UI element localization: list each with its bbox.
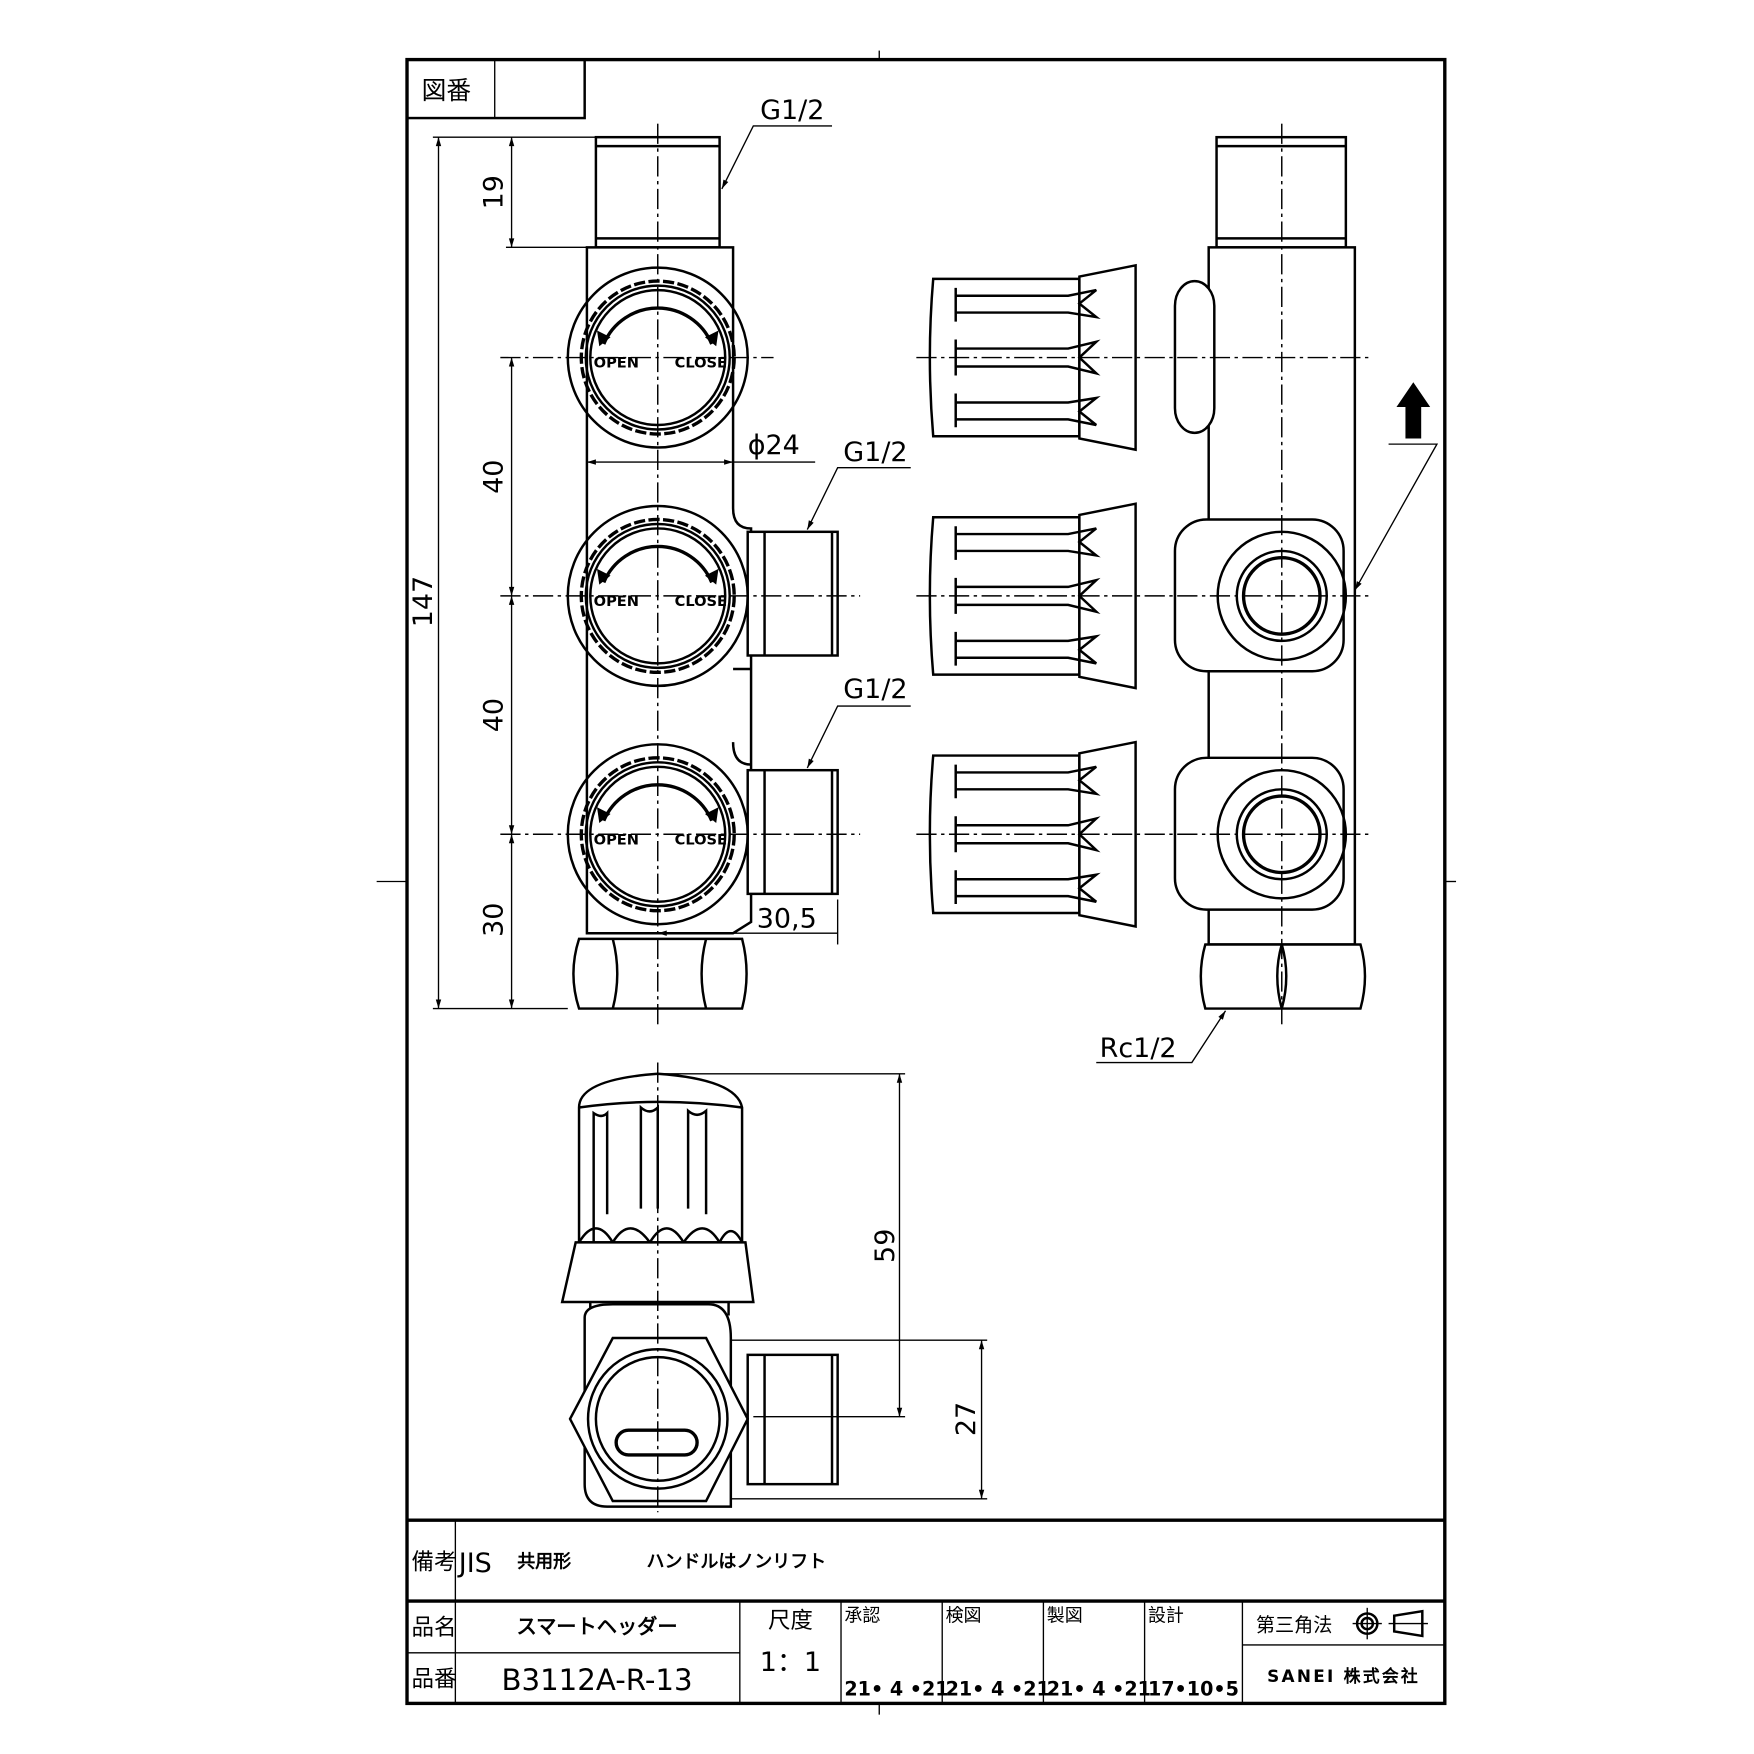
flow-direction-arrow-icon xyxy=(1396,382,1431,439)
designed-date: 17•10•5 xyxy=(1148,1678,1239,1701)
thread-label-outlet-2: G1/2 xyxy=(843,674,907,705)
drawing-number-label: 図番 xyxy=(422,76,471,105)
checked-date: 21• 4 •21 xyxy=(946,1678,1050,1701)
projection-label: 第三角法 xyxy=(1256,1613,1332,1636)
dim-30: 30 xyxy=(479,903,510,937)
product-name-label: 品名 xyxy=(412,1615,457,1641)
drawn-label: 製図 xyxy=(1047,1605,1083,1626)
dim-40-b: 40 xyxy=(479,698,510,732)
scale-value: 1：1 xyxy=(760,1647,821,1678)
thread-label-bottom: Rc1/2 xyxy=(1100,1033,1177,1064)
approved-label: 承認 xyxy=(844,1605,880,1626)
part-number: B3112A-R-13 xyxy=(501,1663,692,1697)
scale-label: 尺度 xyxy=(768,1608,813,1634)
thread-label-top: G1/2 xyxy=(760,95,824,126)
valve-handle-3: OPEN CLOSE xyxy=(566,742,750,926)
dim-dia-24: ϕ24 xyxy=(748,430,800,461)
close-label: CLOSE xyxy=(675,593,727,610)
front-view: OPEN CLOSE OPEN CLOSE OPEN CLOSE xyxy=(500,123,861,1029)
top-view: 59 27 xyxy=(560,1062,988,1513)
dim-27: 27 xyxy=(951,1402,982,1436)
dim-19: 19 xyxy=(479,175,510,209)
title-block: 備考 JIS 共用形 ハンドルはノンリフト 品名 スマートヘッダー 品番 B31… xyxy=(407,1518,1445,1704)
part-number-label: 品番 xyxy=(412,1667,457,1693)
thread-label-outlet-1: G1/2 xyxy=(843,437,907,468)
valve-handle-2: OPEN CLOSE xyxy=(566,504,750,688)
dim-30-5: 30,5 xyxy=(757,904,817,935)
drawing-number-box: 図番 xyxy=(405,58,586,120)
open-label: OPEN xyxy=(594,593,639,610)
side-view: Rc1/2 xyxy=(916,123,1439,1064)
approved-date: 21• 4 •21 xyxy=(844,1678,948,1701)
remarks-type: 共用形 xyxy=(517,1551,571,1572)
close-label: CLOSE xyxy=(675,831,727,848)
designed-label: 設計 xyxy=(1148,1605,1184,1626)
close-label: CLOSE xyxy=(675,355,727,372)
product-name: スマートヘッダー xyxy=(516,1615,677,1639)
valve-handle-1: OPEN CLOSE xyxy=(566,265,750,450)
company-name: SANEI 株式会社 xyxy=(1267,1666,1420,1686)
open-label: OPEN xyxy=(594,355,639,372)
dim-59: 59 xyxy=(870,1229,901,1263)
dim-40-a: 40 xyxy=(479,460,510,494)
checked-label: 検図 xyxy=(946,1605,982,1626)
third-angle-projection-icon xyxy=(1352,1607,1428,1640)
front-dimensions: 147 19 40 40 30 ϕ24 30,5 G1/2 G1/2 G1/2 xyxy=(408,95,911,1010)
remarks-label: 備考 xyxy=(412,1550,457,1576)
drawn-date: 21• 4 •21 xyxy=(1047,1678,1151,1701)
open-label: OPEN xyxy=(594,831,639,848)
dim-147: 147 xyxy=(408,576,439,627)
remarks-standard: JIS xyxy=(457,1548,492,1579)
remarks-note: ハンドルはノンリフト xyxy=(647,1551,827,1572)
